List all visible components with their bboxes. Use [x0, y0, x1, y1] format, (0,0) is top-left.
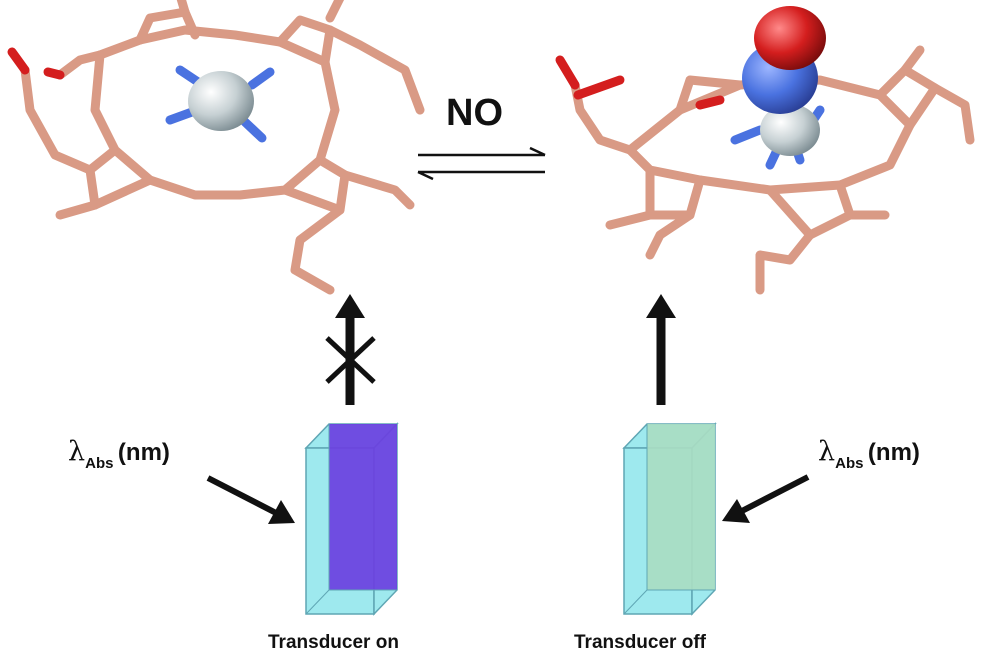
wavelength-subscript: Abs — [85, 455, 114, 472]
left-wavelength-label: λAbs (nm) — [68, 436, 170, 472]
right-cuvette — [622, 422, 717, 616]
reaction-label: NO — [446, 92, 503, 134]
open-vertical-arrow — [646, 294, 676, 405]
wavelength-unit: (nm) — [867, 439, 920, 466]
equilibrium-arrows — [417, 146, 546, 181]
left-heme-molecule — [7, 0, 425, 295]
right-light-arrow — [722, 474, 810, 523]
wavelength-unit: (nm) — [117, 439, 170, 466]
blocked-vertical-arrow — [325, 294, 376, 405]
left-caption: Transducer on — [268, 632, 399, 653]
lambda-symbol: λ — [68, 436, 86, 467]
left-cuvette — [304, 422, 399, 616]
right-wavelength-label: λAbs (nm) — [818, 436, 920, 472]
left-light-arrow — [206, 475, 295, 524]
wavelength-subscript: Abs — [835, 455, 864, 472]
right-caption: Transducer off — [574, 632, 706, 653]
right-heme-no-molecule — [555, 6, 975, 295]
lambda-symbol: λ — [818, 436, 836, 467]
